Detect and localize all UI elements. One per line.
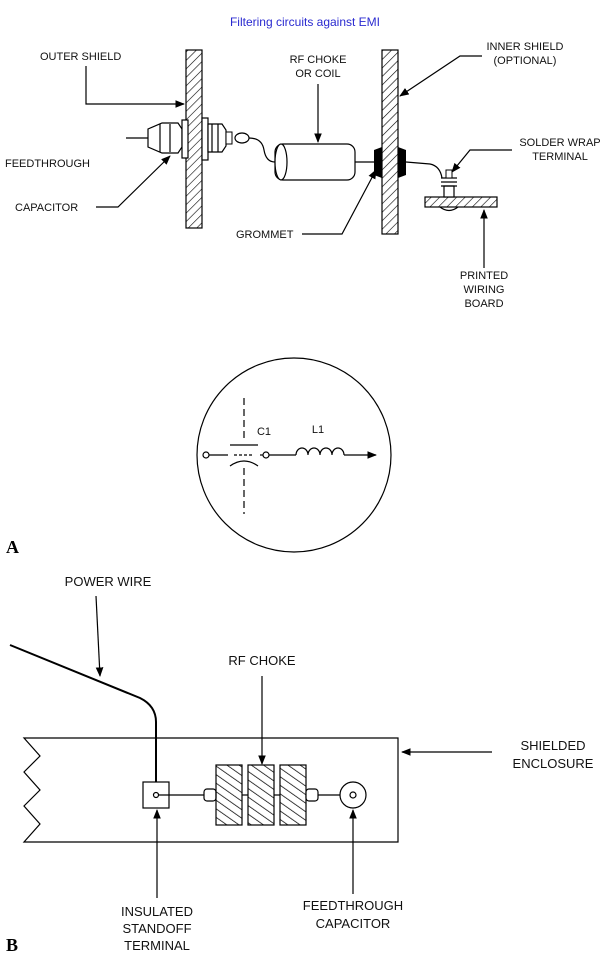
diagram-title: Filtering circuits against EMI xyxy=(230,15,380,29)
label-solder-wrap-2: TERMINAL xyxy=(532,151,588,163)
rf-choke-b xyxy=(203,764,319,826)
label-pwb-3: BOARD xyxy=(464,298,503,310)
grommet xyxy=(374,147,382,178)
label-solder-wrap-1: SOLDER WRAP xyxy=(519,137,600,149)
label-feedthrough-2: CAPACITOR xyxy=(15,202,78,214)
label-power-wire: POWER WIRE xyxy=(65,574,152,589)
label-rf-choke-1: RF CHOKE xyxy=(290,54,347,66)
label-feedthrough-b-2: CAPACITOR xyxy=(316,916,391,931)
label-rf-choke-b: RF CHOKE xyxy=(228,653,296,668)
label-c1: C1 xyxy=(257,426,271,438)
label-grommet: GROMMET xyxy=(236,229,294,241)
schematic-inset: C1 L1 xyxy=(196,357,392,553)
label-feedthrough-b-1: FEEDTHROUGH xyxy=(303,898,403,913)
label-rf-choke-2: OR COIL xyxy=(295,68,340,80)
solder-wrap-terminal xyxy=(439,169,459,212)
label-feedthrough-1: FEEDTHROUGH xyxy=(5,158,90,170)
panel-letter-a: A xyxy=(6,537,19,557)
feedthrough-capacitor xyxy=(126,117,276,163)
panel-letter-b: B xyxy=(6,935,18,955)
label-l1: L1 xyxy=(312,424,324,436)
label-insulated-3: TERMINAL xyxy=(124,938,190,953)
label-pwb-2: WIRING xyxy=(464,284,505,296)
label-inner-shield-2: (OPTIONAL) xyxy=(494,55,557,67)
feedthrough-capacitor-b xyxy=(339,781,367,809)
label-shielded-1: SHIELDED xyxy=(520,738,585,753)
panel-a: OUTER SHIELD RF CHOKE OR COIL INNER SHIE… xyxy=(5,41,601,557)
panel-b: POWER WIRE RF CHOKE SHIELDED ENCLOSURE I… xyxy=(6,574,594,955)
label-outer-shield: OUTER SHIELD xyxy=(40,51,121,63)
label-inner-shield-1: INNER SHIELD xyxy=(486,41,563,53)
label-pwb-1: PRINTED xyxy=(460,270,508,282)
printed-wiring-board xyxy=(424,196,498,208)
label-insulated-2: STANDOFF xyxy=(122,921,191,936)
power-wire xyxy=(9,644,157,788)
rf-choke-coil xyxy=(274,143,376,181)
inner-shield xyxy=(381,49,399,235)
label-insulated-1: INSULATED xyxy=(121,904,193,919)
label-shielded-2: ENCLOSURE xyxy=(513,756,594,771)
